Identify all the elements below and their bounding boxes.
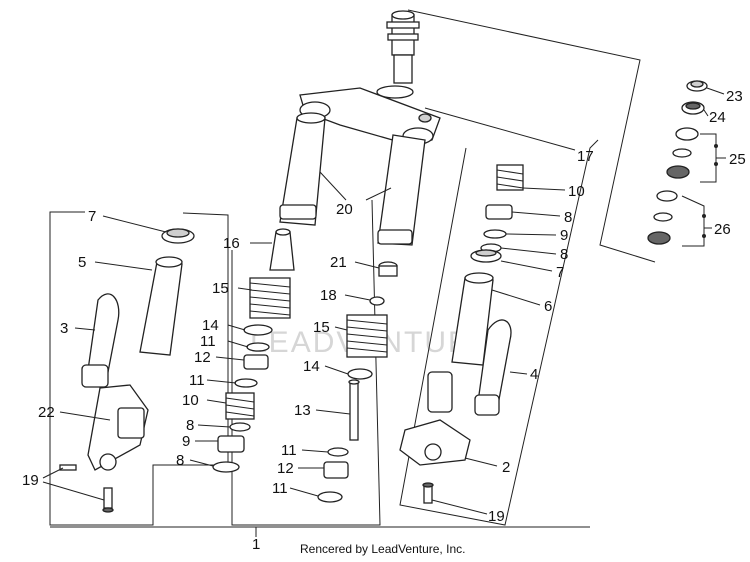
callout-6: 6 [544,298,552,315]
callout-11-center-lower: 11 [272,480,288,497]
callout-14-left: 14 [202,317,219,334]
kit-26-bracket [681,195,712,247]
callout-15-center: 15 [313,319,330,336]
bolt-19-right [422,482,434,504]
render-credit-caption: Rencered by LeadVenture, Inc. [300,542,465,556]
callout-21: 21 [330,254,347,271]
callout-9-left: 9 [182,433,190,450]
callout-10-left: 10 [182,392,199,409]
nut-18 [369,296,385,306]
washer-14-left [243,324,273,336]
fork-tube-left [279,112,326,226]
callout-26: 26 [714,221,731,238]
dust-seal-7-right [470,249,502,263]
callout-12-left: 12 [194,349,211,366]
ring-11-left-lower [234,378,258,388]
callout-1: 1 [252,536,260,553]
callout-2: 2 [502,459,510,476]
callout-20: 20 [336,201,353,218]
callout-8-right-lower: 8 [560,246,568,263]
ring-11-center-upper [327,447,349,457]
ring-8-left-lower [212,461,240,473]
callout-5: 5 [78,254,86,271]
ring-8-left-upper [229,422,251,432]
spring-15-left [249,277,291,319]
steering-stem [376,10,420,99]
callout-15-left: 15 [212,280,229,297]
callout-17: 17 [577,148,594,165]
callout-11-left-lower: 11 [189,372,205,389]
callout-8-right-upper: 8 [564,209,572,226]
damper-rod-13 [348,379,360,441]
callout-12-center: 12 [277,460,294,477]
callout-19-right: 19 [488,508,505,525]
plug-16 [269,228,295,271]
spring-10-left [225,392,255,420]
callout-14-center: 14 [303,358,320,375]
spring-15-center [346,314,388,358]
bolt-19-left [59,464,114,513]
callout-16: 16 [223,235,240,252]
right-assembly-bracket [399,139,599,526]
leader-lines [42,87,725,515]
callout-8-left-upper: 8 [186,417,194,434]
washer-14-center [347,368,373,380]
fork-guard-3-left [81,293,120,388]
callout-24: 24 [709,109,726,126]
axle-bracket-22-left [87,384,149,471]
axle-bracket-2-right [399,371,471,466]
collar-21 [378,261,398,277]
callout-8-left-lower: 8 [176,452,184,469]
spring-10-right [496,164,524,191]
callout-4: 4 [530,366,538,383]
callout-11-left-upper: 11 [200,333,216,350]
dust-seal-7-left [161,228,195,244]
bearing-set-26 [647,190,678,245]
bearing-set-25 [666,127,699,179]
callout-7-right: 7 [556,264,564,281]
callout-13: 13 [294,402,311,419]
bushing-9-left [217,435,245,453]
callout-22: 22 [38,404,55,421]
bushing-8-right-upper [485,204,513,220]
callout-labels: 7 5 3 22 19 16 15 14 11 12 11 10 8 9 8 2… [22,88,746,553]
left-assembly-bracket [49,211,229,526]
bearing-24 [681,101,705,115]
outer-tube-5-left [139,256,183,356]
steering-kit-bracket [407,9,656,263]
callout-11-center-upper: 11 [281,442,297,459]
callout-3: 3 [60,320,68,337]
bearing-23 [686,80,708,92]
center-assembly-bracket [231,199,381,526]
ring-11-center-lower [317,491,343,503]
callout-18: 18 [320,287,337,304]
callout-7-left: 7 [88,208,96,225]
callout-23: 23 [726,88,743,105]
callout-19-left: 19 [22,472,39,489]
fork-guard-4-right [474,319,512,416]
ring-11-left-upper [246,342,270,352]
fork-tube-right [377,134,426,246]
callout-9-right: 9 [560,227,568,244]
bushing-12-center [323,461,349,479]
ring-9-right [483,229,507,239]
bushing-12-left [243,354,269,370]
callout-25: 25 [729,151,746,168]
callout-10-right: 10 [568,183,585,200]
kit-25-bracket [700,133,726,183]
